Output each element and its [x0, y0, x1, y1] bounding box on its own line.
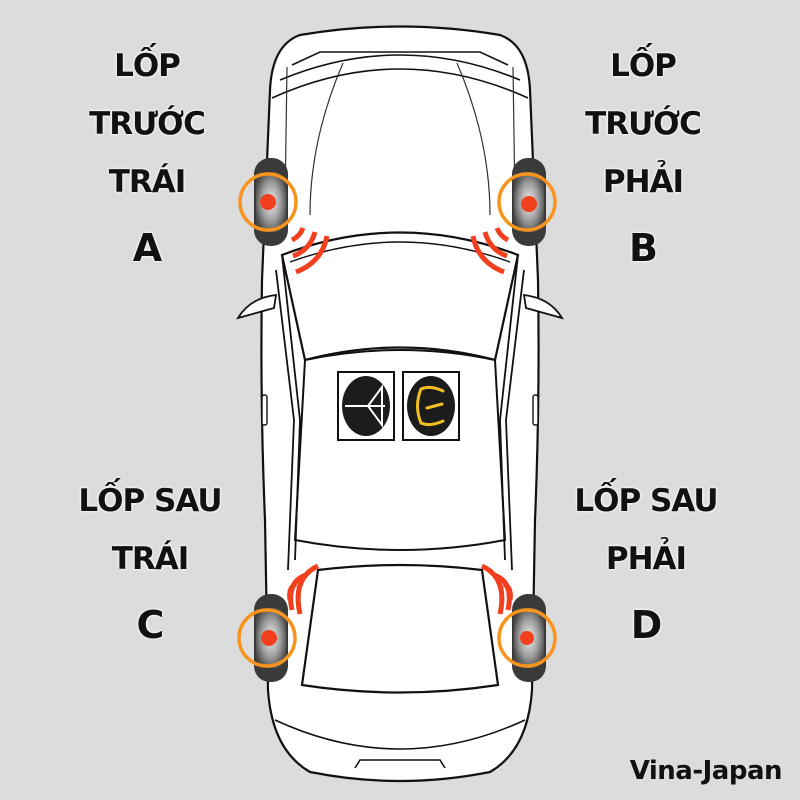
sensor-dot-D	[520, 631, 534, 645]
rear-window	[300, 563, 500, 694]
label-front-right: LỐP TRƯỚC PHẢI B	[548, 37, 738, 273]
sensor-dot-B	[521, 196, 537, 212]
tire-A[interactable]	[238, 158, 298, 246]
brand-watermark: Vina-Japan	[629, 756, 783, 786]
tpms-warning-icon	[416, 385, 445, 427]
tire-B[interactable]	[497, 158, 557, 246]
label-line1: LỐP SAU	[78, 483, 222, 519]
roof	[293, 349, 507, 551]
signal-waves-A	[290, 227, 330, 275]
label-line2: TRÁI	[108, 164, 187, 200]
highlight-ring-B	[497, 172, 557, 232]
tpms-icon-box	[402, 371, 460, 441]
sensor-dot-A	[260, 194, 276, 210]
signal-waves-C	[287, 563, 320, 615]
right-mirror	[522, 293, 564, 320]
left-mirror	[236, 293, 278, 320]
signal-waves-D	[480, 563, 513, 615]
label-line2: PHẢI	[605, 541, 687, 577]
tire-D[interactable]	[497, 594, 557, 682]
label-rear-left: LỐP SAU TRÁI C	[70, 472, 230, 650]
label-line1: LỐP SAU	[574, 483, 718, 519]
rear-bumper	[274, 719, 526, 769]
highlight-ring-C	[237, 608, 297, 668]
signal-waves-B	[470, 227, 510, 275]
front-bumper	[271, 51, 529, 99]
antenna-signal-icon	[345, 383, 385, 429]
label-rear-right: LỐP SAU PHẢI D	[566, 472, 726, 650]
sensor-dot-C	[261, 630, 277, 646]
label-letter: D	[630, 603, 663, 647]
tire-C[interactable]	[237, 594, 297, 682]
label-letter: C	[136, 603, 165, 647]
label-letter: A	[132, 226, 162, 270]
label-line1: LỐP TRƯỚC	[89, 48, 206, 142]
antenna-icon-box	[337, 371, 395, 441]
label-line2: PHẢI	[602, 164, 684, 200]
label-line2: TRÁI	[111, 541, 190, 577]
highlight-ring-D	[497, 608, 557, 668]
highlight-ring-A	[238, 172, 298, 232]
label-line1: LỐP TRƯỚC	[585, 48, 702, 142]
label-front-left: LỐP TRƯỚC TRÁI A	[52, 37, 242, 273]
windshield	[280, 231, 520, 362]
label-letter: B	[629, 226, 658, 270]
